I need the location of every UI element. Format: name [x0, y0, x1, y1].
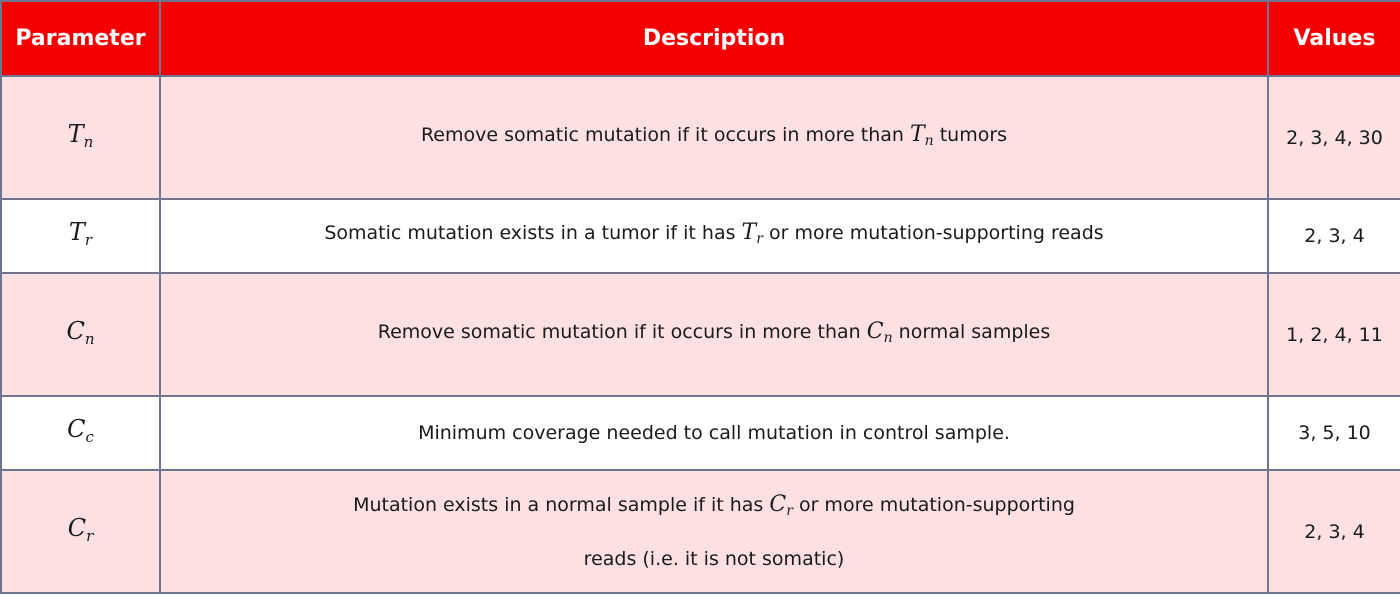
description-cell: Somatic mutation exists in a tumor if it… — [159, 198, 1269, 274]
param-cell: Cr — [0, 469, 161, 594]
description-cell: Remove somatic mutation if it occurs in … — [159, 75, 1269, 200]
description-cell: Mutation exists in a normal sample if it… — [159, 469, 1269, 594]
header-row: Parameter Description Values — [0, 0, 1400, 77]
description-cell: Remove somatic mutation if it occurs in … — [159, 272, 1269, 397]
param-cell: Cc — [0, 395, 161, 471]
param-cell: Tn — [0, 75, 161, 200]
table-row: Tr Somatic mutation exists in a tumor if… — [0, 198, 1400, 274]
table-row: Cr Mutation exists in a normal sample if… — [0, 469, 1400, 594]
table-row: Tn Remove somatic mutation if it occurs … — [0, 75, 1400, 200]
values-cell: 2, 3, 4 — [1267, 198, 1400, 274]
header-values: Values — [1267, 0, 1400, 77]
table-row: Cc Minimum coverage needed to call mutat… — [0, 395, 1400, 471]
values-cell: 2, 3, 4, 30 — [1267, 75, 1400, 200]
description-cell: Minimum coverage needed to call mutation… — [159, 395, 1269, 471]
param-cell: Cn — [0, 272, 161, 397]
header-parameter: Parameter — [0, 0, 161, 77]
header-description: Description — [159, 0, 1269, 77]
values-cell: 2, 3, 4 — [1267, 469, 1400, 594]
values-cell: 1, 2, 4, 11 — [1267, 272, 1400, 397]
param-cell: Tr — [0, 198, 161, 274]
values-cell: 3, 5, 10 — [1267, 395, 1400, 471]
table-row: Cn Remove somatic mutation if it occurs … — [0, 272, 1400, 397]
